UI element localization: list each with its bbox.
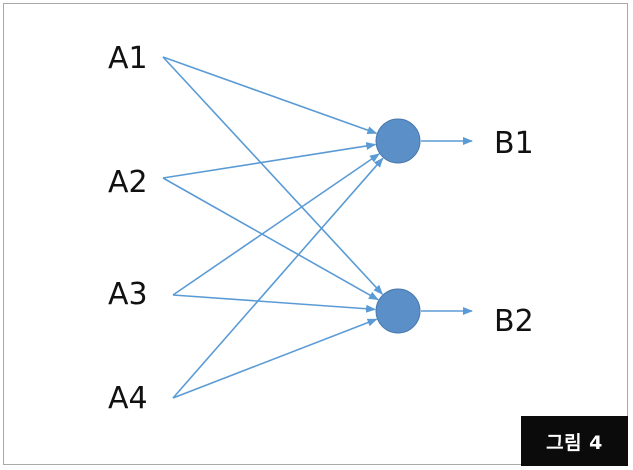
edge-a1-b1 xyxy=(162,56,378,135)
connection-lines xyxy=(162,56,384,399)
edge-a4-b1 xyxy=(172,157,384,399)
input-label-a2: A2 xyxy=(108,165,148,200)
output-node-b2 xyxy=(375,288,421,334)
edge-a2-b2 xyxy=(162,177,379,301)
edge-a3-b2 xyxy=(172,294,377,313)
figure-caption-box: 그림 4 xyxy=(521,416,628,466)
edge-a2-b1 xyxy=(162,142,377,179)
output-label-b2: B2 xyxy=(494,304,534,339)
input-label-a3: A3 xyxy=(108,277,148,312)
output-label-b1: B1 xyxy=(494,126,534,161)
edge-a1-b2 xyxy=(162,56,384,295)
input-label-a4: A4 xyxy=(108,381,148,416)
figure-frame xyxy=(3,3,628,465)
edge-a4-b2 xyxy=(172,318,378,399)
edge-a3-b1 xyxy=(172,153,380,296)
input-label-a1: A1 xyxy=(108,41,148,76)
output-node-b1 xyxy=(375,118,421,164)
figure-caption: 그림 4 xyxy=(546,431,603,454)
